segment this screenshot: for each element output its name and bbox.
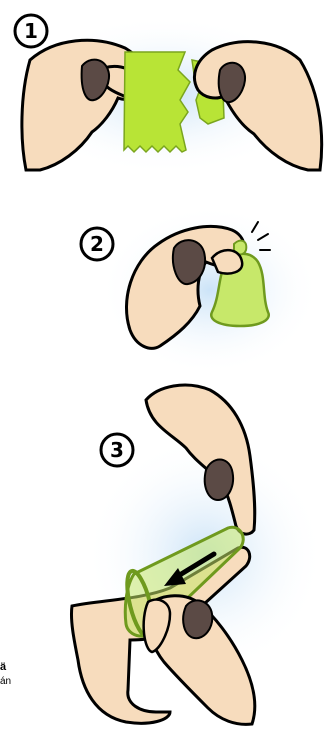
step-2-number: 2	[90, 232, 104, 256]
step-3-lower-knuckles	[183, 600, 212, 638]
caption-subtitle: án	[0, 675, 60, 689]
step-1-panel: 1	[15, 15, 322, 175]
caption-title: ä	[0, 660, 60, 675]
step-3-number: 3	[110, 438, 124, 462]
step-2-thumb	[212, 250, 242, 273]
caption: ä án	[0, 660, 60, 689]
step-3-upper-knuckles	[205, 460, 233, 501]
step-1-number: 1	[24, 19, 38, 43]
step-2-knuckles	[173, 240, 205, 284]
step-2-panel: 2	[81, 205, 320, 375]
step-3-panel: 3	[71, 385, 325, 724]
